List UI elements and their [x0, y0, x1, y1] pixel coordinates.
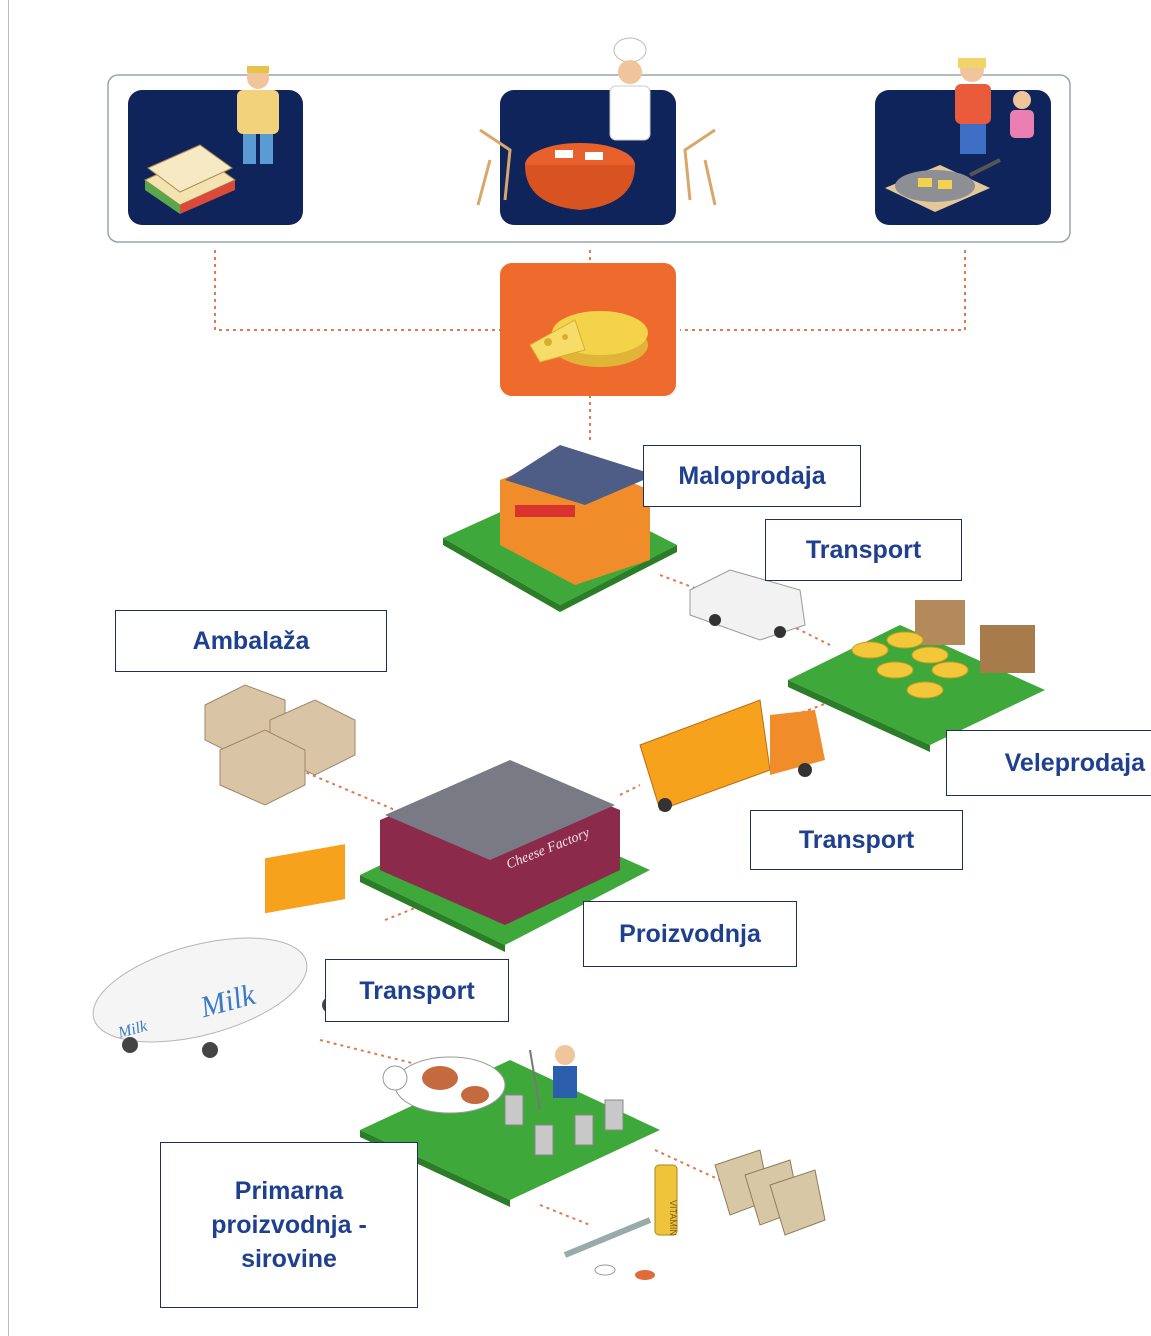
sandwich-icon — [144, 144, 236, 214]
cheese-factory-illustration: Cheese Factory — [360, 760, 650, 952]
connector-left — [214, 250, 500, 331]
restaurant-icon — [476, 128, 717, 210]
consumer-panel-sandwich — [128, 66, 303, 225]
connector-tanker-farm — [319, 1039, 421, 1066]
label-transport-bottom: Transport — [325, 959, 509, 1022]
label-retail: Maloprodaja — [643, 445, 861, 507]
connector-right — [680, 250, 966, 331]
connector-factory-tanker — [384, 907, 416, 921]
wholesale-illustration — [788, 600, 1045, 752]
label-wholesale: Veleprodaja — [946, 730, 1151, 796]
person-man-icon — [237, 66, 279, 164]
frying-pan-icon — [885, 158, 1001, 212]
connector-farm-feed — [654, 1149, 721, 1181]
retail-store-illustration — [443, 445, 677, 612]
label-production: Proizvodnja — [583, 901, 797, 967]
connector-van-wholesale — [789, 624, 831, 646]
label-transport-top: Transport — [765, 519, 962, 581]
primary-line-1: Primarna — [234, 1177, 344, 1205]
label-transport-mid: Transport — [750, 810, 963, 870]
left-rule — [8, 0, 9, 1336]
primary-line-2: proizvodnja - — [211, 1211, 367, 1239]
van-illustration — [689, 569, 806, 641]
consumer-panel-restaurant — [476, 37, 717, 225]
cheese-wheel-icon — [529, 311, 648, 367]
label-packaging: Ambalaža — [115, 610, 387, 672]
milk-cans-icon — [504, 1094, 624, 1156]
connector-farm-vet — [539, 1204, 591, 1226]
farm-illustration — [360, 1045, 660, 1207]
primary-line-3: sirovine — [241, 1245, 337, 1273]
vet-supplies-illustration: VITAMIN — [563, 1164, 678, 1280]
mother-child-icon — [955, 58, 1034, 154]
chef-icon — [609, 37, 651, 141]
milk-tanker-illustration: Milk Milk — [92, 844, 345, 1058]
cheese-tile — [500, 263, 676, 396]
cardboard-boxes-illustration — [204, 684, 356, 806]
connector-boxes-factory — [299, 769, 396, 811]
connector-retail-van — [659, 574, 701, 591]
label-primary-production: Primarna proizvodnja - sirovine — [160, 1142, 418, 1308]
cow-icon — [382, 1056, 506, 1114]
feed-bags-illustration — [714, 1149, 826, 1236]
connector-truck-factory — [619, 784, 641, 796]
farmer-icon — [529, 1045, 577, 1111]
box-truck-illustration — [639, 699, 825, 812]
consumer-panel-home — [875, 58, 1051, 225]
vitamin-text: VITAMIN — [668, 1200, 678, 1236]
